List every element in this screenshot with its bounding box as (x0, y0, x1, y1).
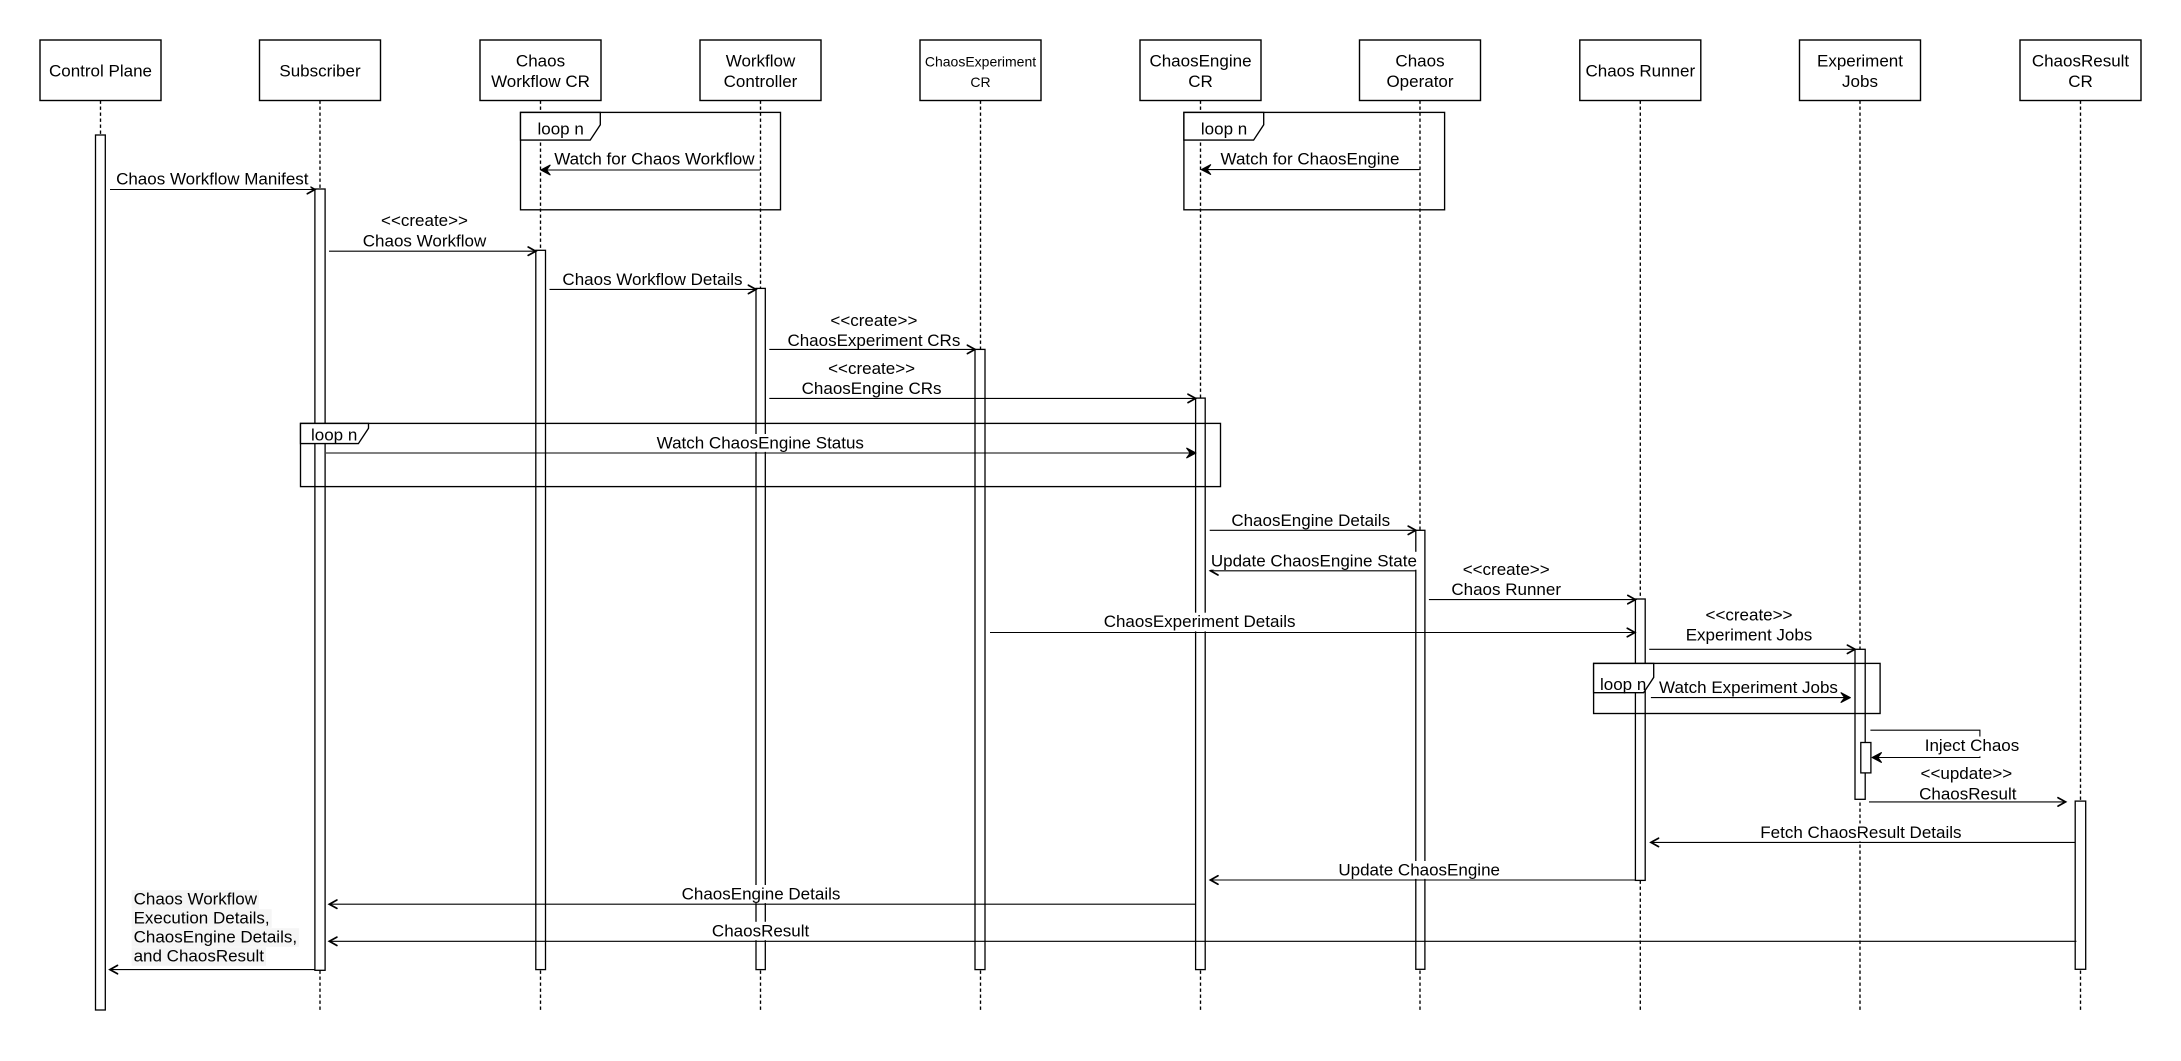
svg-text:Chaos Runner: Chaos Runner (1451, 580, 1561, 599)
svg-text:Chaos Workflow: Chaos Workflow (363, 232, 487, 251)
svg-text:Experiment Jobs: Experiment Jobs (1686, 625, 1813, 644)
svg-text:loop n: loop n (538, 120, 584, 139)
svg-text:CR: CR (2068, 72, 2093, 91)
svg-text:ChaosEngine: ChaosEngine (1149, 52, 1251, 71)
svg-text:Update ChaosEngine: Update ChaosEngine (1338, 861, 1500, 880)
svg-text:Experiment: Experiment (1817, 52, 1903, 71)
svg-text:Chaos Workflow Manifest: Chaos Workflow Manifest (116, 170, 309, 189)
svg-text:Controller: Controller (724, 72, 798, 91)
svg-text:Workflow: Workflow (726, 52, 796, 71)
svg-text:Chaos Workflow: Chaos Workflow (134, 890, 258, 909)
svg-text:<<create>>: <<create>> (381, 211, 468, 230)
svg-text:Jobs: Jobs (1842, 72, 1878, 91)
svg-text:ChaosEngine Details: ChaosEngine Details (1231, 511, 1390, 530)
svg-text:<<create>>: <<create>> (830, 311, 917, 330)
svg-text:<<update>>: <<update>> (1921, 764, 2013, 783)
svg-text:Chaos Runner: Chaos Runner (1585, 62, 1695, 81)
svg-text:Operator: Operator (1386, 72, 1453, 91)
svg-text:Watch Experiment Jobs: Watch Experiment Jobs (1659, 678, 1838, 697)
svg-text:<<create>>: <<create>> (1463, 560, 1550, 579)
svg-text:Workflow CR: Workflow CR (491, 72, 590, 91)
svg-text:<<create>>: <<create>> (828, 359, 915, 378)
svg-text:Chaos Workflow Details: Chaos Workflow Details (562, 270, 742, 289)
svg-text:Subscriber: Subscriber (279, 62, 361, 81)
svg-text:ChaosResult: ChaosResult (2032, 52, 2130, 71)
svg-text:Inject Chaos: Inject Chaos (1925, 736, 2020, 755)
svg-text:ChaosExperiment Details: ChaosExperiment Details (1104, 612, 1296, 631)
svg-text:<<create>>: <<create>> (1706, 605, 1793, 624)
svg-text:CR: CR (1188, 72, 1213, 91)
svg-text:Control Plane: Control Plane (49, 62, 152, 81)
svg-text:and ChaosResult: and ChaosResult (134, 947, 265, 966)
svg-text:loop n: loop n (1201, 120, 1247, 139)
svg-text:Watch for Chaos Workflow: Watch for Chaos Workflow (554, 150, 755, 169)
svg-text:Watch ChaosEngine Status: Watch ChaosEngine Status (657, 434, 864, 453)
svg-text:Watch for ChaosEngine: Watch for ChaosEngine (1221, 150, 1400, 169)
svg-text:Chaos: Chaos (516, 52, 565, 71)
svg-text:Chaos: Chaos (1395, 52, 1444, 71)
svg-text:Fetch ChaosResult Details: Fetch ChaosResult Details (1760, 823, 1961, 842)
svg-text:ChaosResult: ChaosResult (712, 921, 810, 940)
svg-text:CR: CR (970, 74, 990, 90)
svg-text:ChaosEngine CRs: ChaosEngine CRs (802, 379, 942, 398)
svg-text:Update ChaosEngine State: Update ChaosEngine State (1211, 551, 1417, 570)
svg-text:loop n: loop n (1600, 675, 1646, 694)
svg-text:Execution Details,: Execution Details, (134, 909, 270, 928)
svg-text:ChaosEngine Details: ChaosEngine Details (682, 885, 841, 904)
svg-text:loop n: loop n (311, 425, 357, 444)
svg-text:ChaosResult: ChaosResult (1919, 785, 2017, 804)
svg-text:ChaosExperiment: ChaosExperiment (925, 54, 1036, 70)
svg-text:ChaosExperiment CRs: ChaosExperiment CRs (787, 331, 960, 350)
svg-text:ChaosEngine Details,: ChaosEngine Details, (134, 928, 297, 947)
